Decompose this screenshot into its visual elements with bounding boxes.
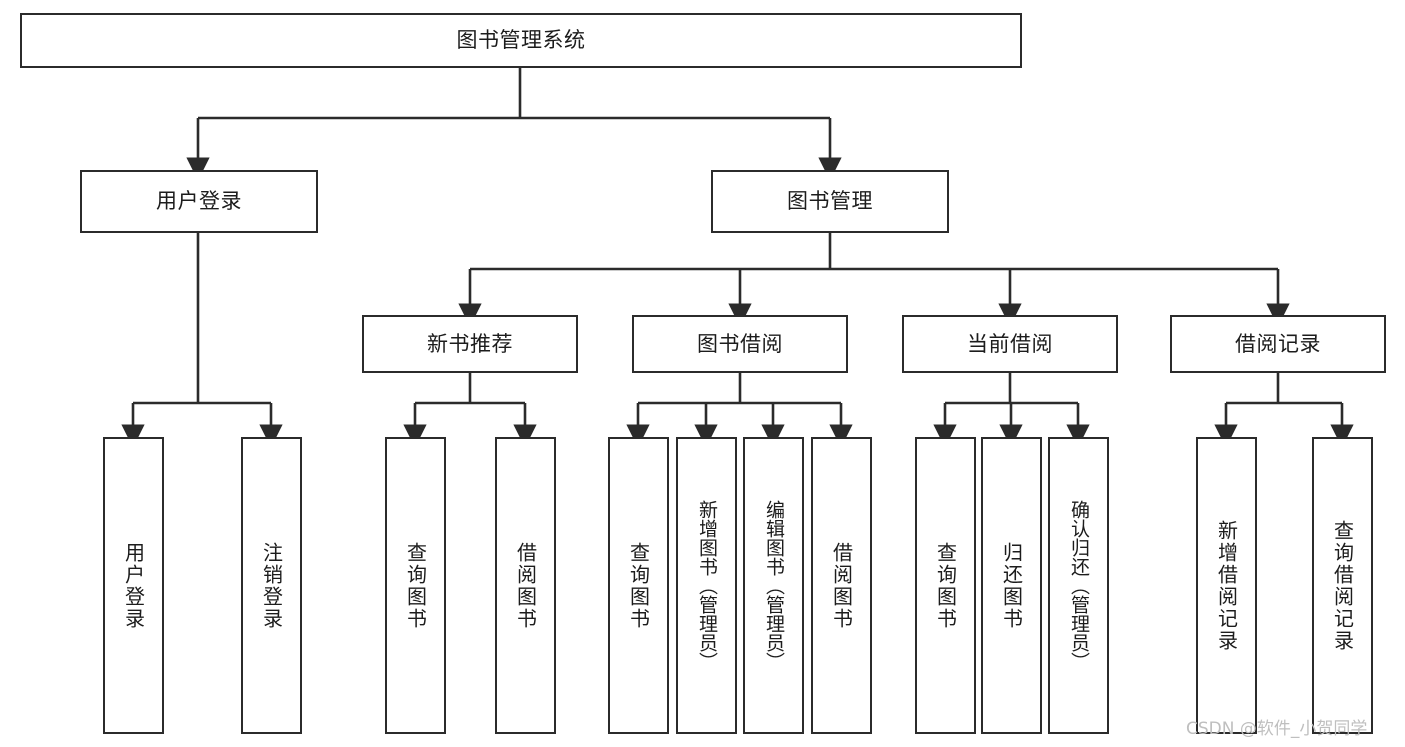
- node-leaf-user-login-label: 用户登录: [121, 541, 146, 630]
- node-leaf-add-book[interactable]: 新增图书（管理员）: [676, 437, 737, 734]
- node-leaf-user-logout[interactable]: 注销登录: [241, 437, 302, 734]
- node-leaf-add-book-label: 新增图书（管理员）: [696, 500, 718, 671]
- node-root-label: 图书管理系统: [456, 28, 586, 53]
- node-leaf-borrow-book-1[interactable]: 借阅图书: [495, 437, 556, 734]
- node-leaf-edit-book[interactable]: 编辑图书（管理员）: [743, 437, 804, 734]
- node-current-borrow[interactable]: 当前借阅: [902, 315, 1118, 373]
- node-root[interactable]: 图书管理系统: [20, 13, 1022, 68]
- node-new-book-recommend[interactable]: 新书推荐: [362, 315, 578, 373]
- node-leaf-query-book-3[interactable]: 查询图书: [915, 437, 976, 734]
- node-borrow-record[interactable]: 借阅记录: [1170, 315, 1386, 373]
- node-leaf-return-book[interactable]: 归还图书: [981, 437, 1042, 734]
- node-user-login-label: 用户登录: [156, 189, 242, 214]
- node-leaf-query-record[interactable]: 查询借阅记录: [1312, 437, 1373, 734]
- node-current-borrow-label: 当前借阅: [967, 331, 1053, 356]
- node-leaf-query-book-1-label: 查询图书: [403, 541, 428, 630]
- node-book-borrow-label: 图书借阅: [697, 331, 783, 356]
- watermark-text: CSDN @软件_小贺同学: [1186, 719, 1368, 739]
- node-borrow-record-label: 借阅记录: [1235, 331, 1321, 356]
- node-leaf-borrow-book-2-label: 借阅图书: [829, 541, 854, 630]
- node-leaf-query-book-1[interactable]: 查询图书: [385, 437, 446, 734]
- node-leaf-return-book-label: 归还图书: [999, 541, 1024, 630]
- node-leaf-query-book-2-label: 查询图书: [626, 541, 651, 630]
- node-book-borrow[interactable]: 图书借阅: [632, 315, 848, 373]
- node-leaf-query-record-label: 查询借阅记录: [1330, 519, 1355, 652]
- node-leaf-borrow-book-1-label: 借阅图书: [513, 541, 538, 630]
- node-book-manage-label: 图书管理: [787, 189, 873, 214]
- node-leaf-confirm-return-label: 确认归还（管理员）: [1068, 500, 1090, 671]
- node-leaf-query-book-2[interactable]: 查询图书: [608, 437, 669, 734]
- node-leaf-query-book-3-label: 查询图书: [933, 541, 958, 630]
- node-leaf-user-login[interactable]: 用户登录: [103, 437, 164, 734]
- node-book-manage[interactable]: 图书管理: [711, 170, 949, 233]
- node-leaf-add-record[interactable]: 新增借阅记录: [1196, 437, 1257, 734]
- node-new-book-recommend-label: 新书推荐: [427, 331, 513, 356]
- node-user-login[interactable]: 用户登录: [80, 170, 318, 233]
- node-leaf-user-logout-label: 注销登录: [259, 541, 284, 630]
- node-leaf-confirm-return[interactable]: 确认归还（管理员）: [1048, 437, 1109, 734]
- node-leaf-edit-book-label: 编辑图书（管理员）: [763, 500, 785, 671]
- node-leaf-borrow-book-2[interactable]: 借阅图书: [811, 437, 872, 734]
- node-leaf-add-record-label: 新增借阅记录: [1214, 519, 1239, 652]
